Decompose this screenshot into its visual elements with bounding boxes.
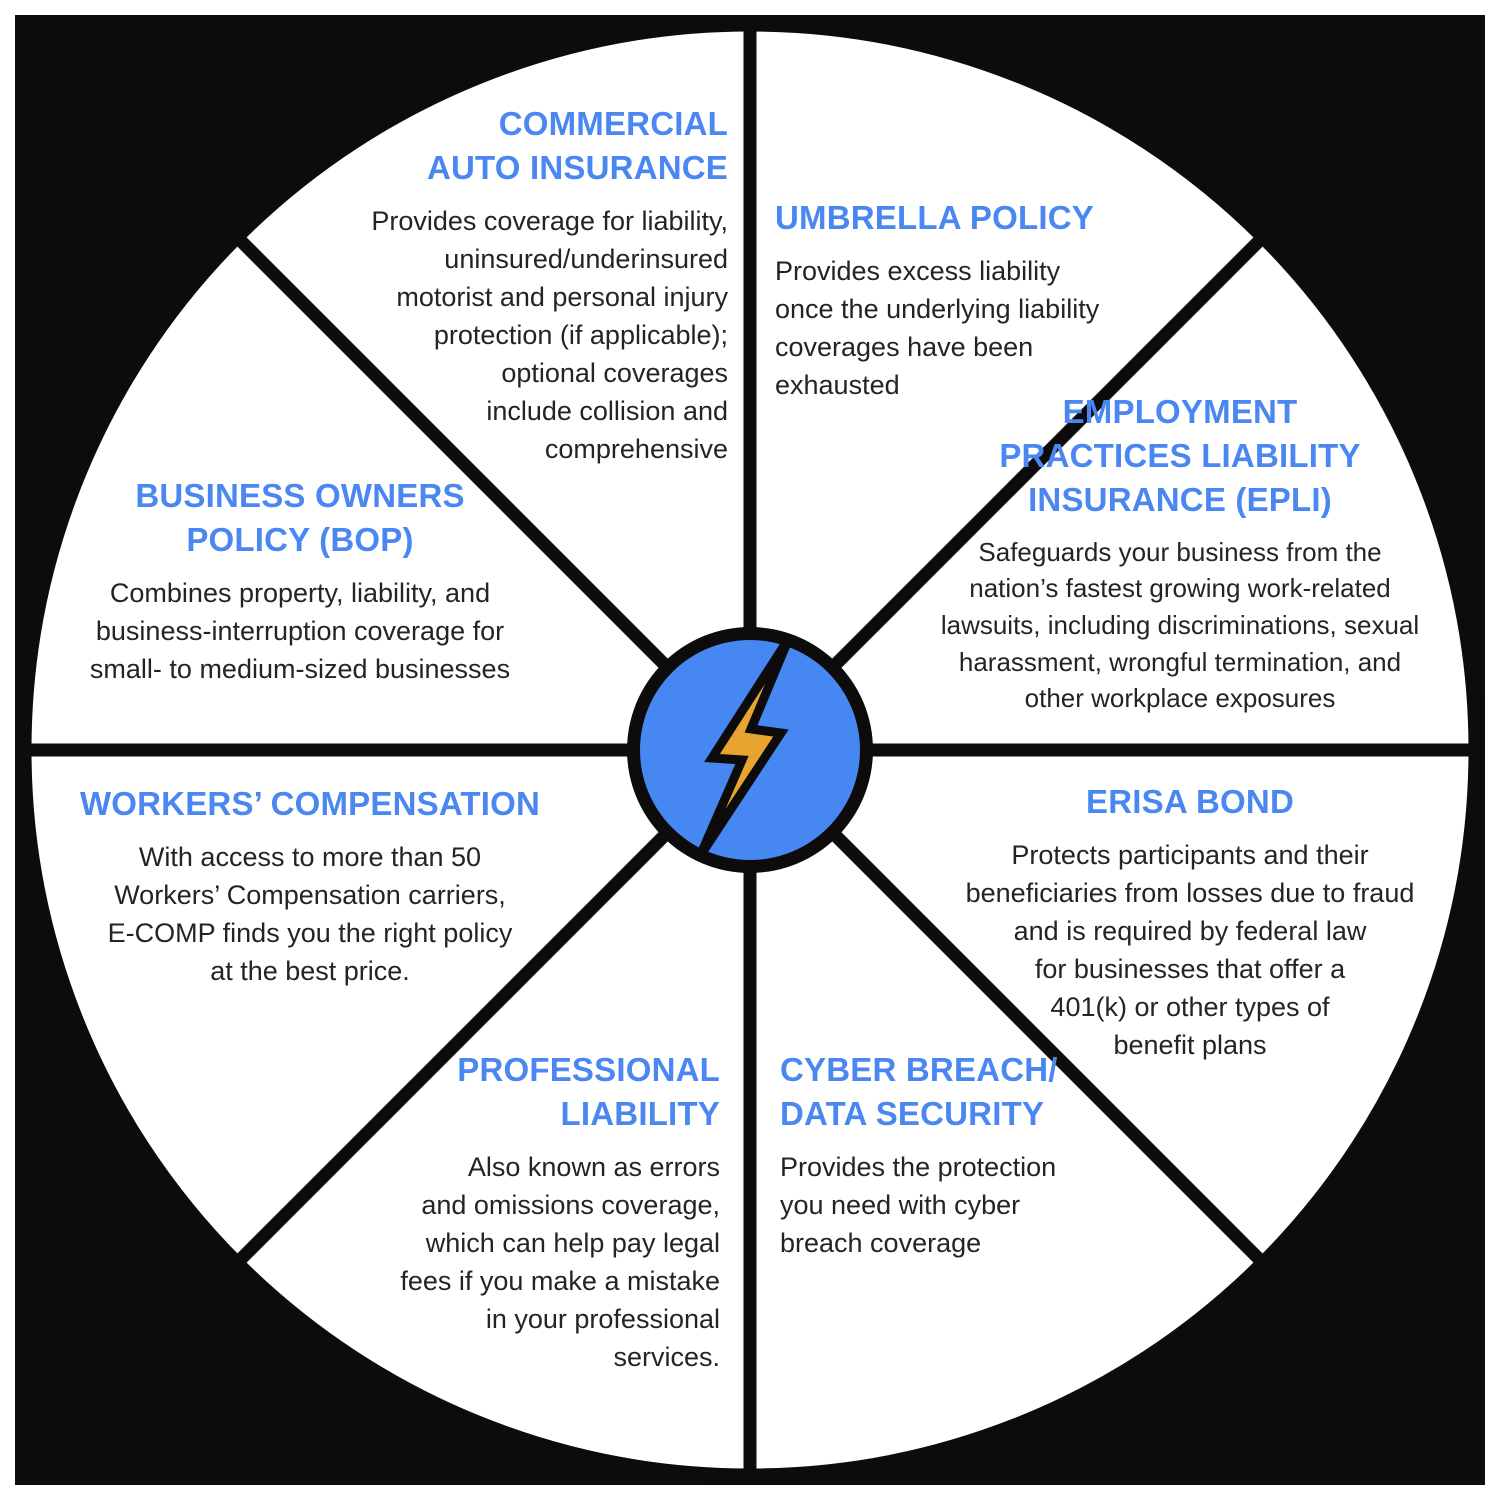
segment-title: WORKERS’ COMPENSATION: [79, 785, 541, 822]
segment-description: Provides the protection you need with cy…: [780, 1151, 1057, 1258]
segment-professional-liability: PROFESSIONAL LIABILITY Also known as err…: [270, 1048, 720, 1376]
segment-description: Also known as errors and omissions cover…: [400, 1151, 720, 1373]
segment-description: Provides coverage for liability, uninsur…: [371, 205, 728, 465]
segment-title: BUSINESS OWNERS POLICY (BOP): [135, 477, 465, 558]
segment-title: CYBER BREACH/ DATA SECURITY: [780, 1051, 1058, 1132]
segment-employment-practices-liability: EMPLOYMENT PRACTICES LIABILITY INSURANCE…: [890, 390, 1470, 717]
segment-title: COMMERCIAL AUTO INSURANCE: [426, 105, 728, 186]
segment-erisa-bond: ERISA BOND Protects participants and the…: [905, 780, 1475, 1064]
segment-title: UMBRELLA POLICY: [775, 199, 1094, 236]
segment-description: Combines property, liability, and busine…: [89, 577, 511, 684]
segment-title: EMPLOYMENT PRACTICES LIABILITY INSURANCE…: [999, 393, 1361, 518]
segment-commercial-auto-insurance: COMMERCIAL AUTO INSURANCE Provides cover…: [248, 102, 728, 468]
segment-description: Protects participants and their benefici…: [965, 839, 1415, 1061]
segment-business-owners-policy: BUSINESS OWNERS POLICY (BOP) Combines pr…: [30, 474, 570, 688]
segment-umbrella-policy: UMBRELLA POLICY Provides excess liabilit…: [775, 196, 1215, 404]
segment-description: With access to more than 50 Workers’ Com…: [107, 841, 513, 987]
segment-title: PROFESSIONAL LIABILITY: [457, 1051, 720, 1132]
segment-description: Provides excess liability once the under…: [775, 255, 1100, 401]
lightning-bolt-icon: [695, 635, 794, 859]
segment-cyber-breach-data-security: CYBER BREACH/ DATA SECURITY Provides the…: [780, 1048, 1200, 1262]
segment-title: ERISA BOND: [1086, 783, 1294, 820]
center-emblem: [627, 627, 873, 873]
segment-workers-compensation: WORKERS’ COMPENSATION With access to mor…: [40, 782, 580, 990]
segment-description: Safeguards your business from the nation…: [940, 536, 1420, 714]
